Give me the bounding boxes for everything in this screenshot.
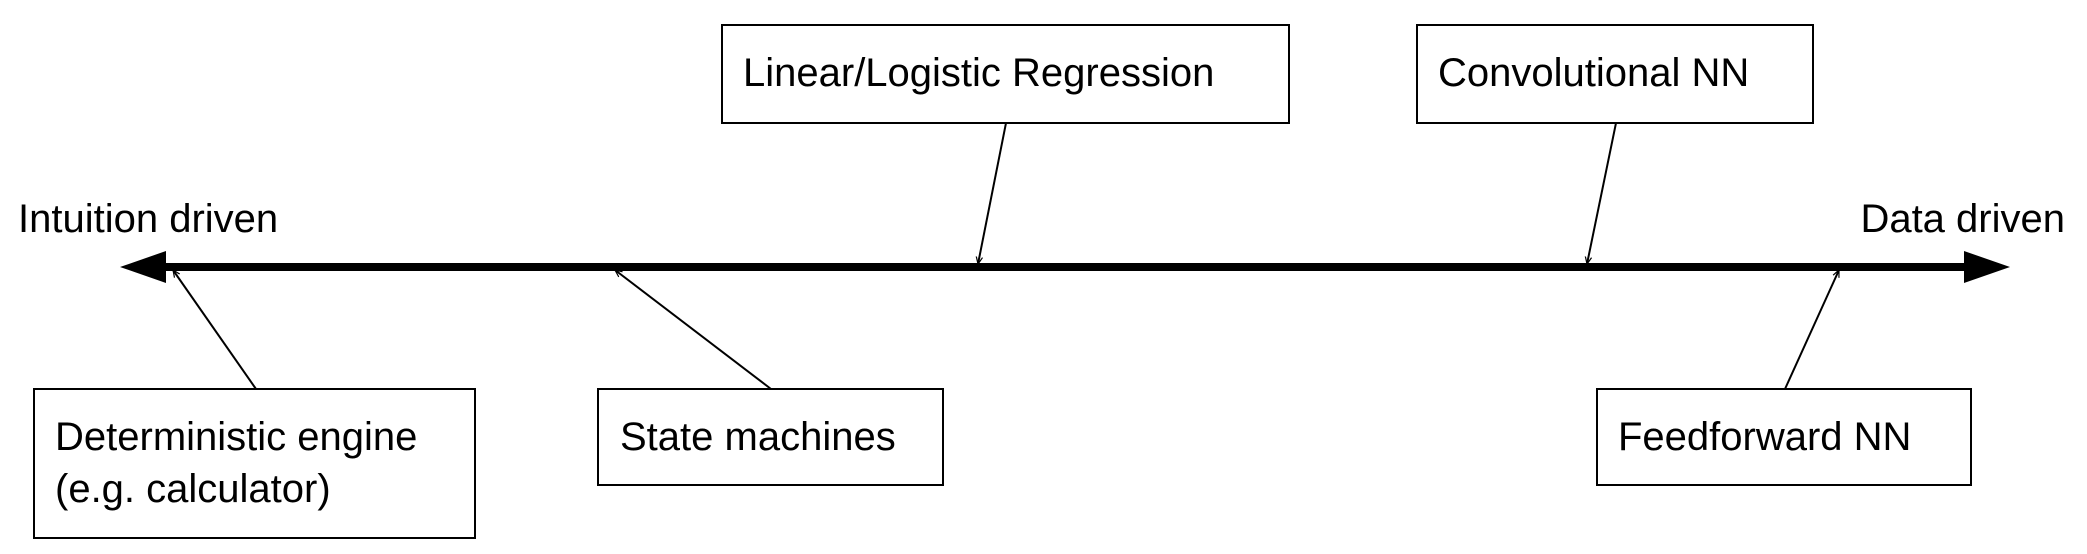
connector-deterministic — [173, 270, 257, 390]
connector-state-machines — [615, 270, 772, 390]
box-convolutional-nn-label: Convolutional NN — [1438, 51, 1749, 95]
connector-convolutional — [1587, 122, 1617, 264]
box-linear-logistic-regression-label: Linear/Logistic Regression — [743, 51, 1214, 95]
connectors — [173, 122, 1840, 390]
connector-linear-logistic — [978, 122, 1007, 264]
box-convolutional-nn: Convolutional NN — [1416, 24, 1814, 124]
box-state-machines: State machines — [597, 388, 944, 486]
box-state-machines-label: State machines — [620, 415, 896, 459]
axis-right-arrowhead — [1964, 251, 2010, 283]
connector-feedforward — [1784, 270, 1840, 390]
box-deterministic-engine-label-line2: (e.g. calculator) — [55, 467, 331, 511]
spectrum-axis — [120, 251, 2010, 283]
axis-right-label: Data driven — [1860, 197, 2065, 241]
box-feedforward-nn-label: Feedforward NN — [1618, 415, 1911, 459]
box-linear-logistic-regression: Linear/Logistic Regression — [721, 24, 1290, 124]
axis-left-label: Intuition driven — [18, 197, 278, 241]
box-feedforward-nn: Feedforward NN — [1596, 388, 1972, 486]
box-deterministic-engine-label-line1: Deterministic engine — [55, 415, 417, 459]
box-deterministic-engine: Deterministic engine (e.g. calculator) — [33, 388, 476, 539]
axis-left-arrowhead — [120, 251, 166, 283]
